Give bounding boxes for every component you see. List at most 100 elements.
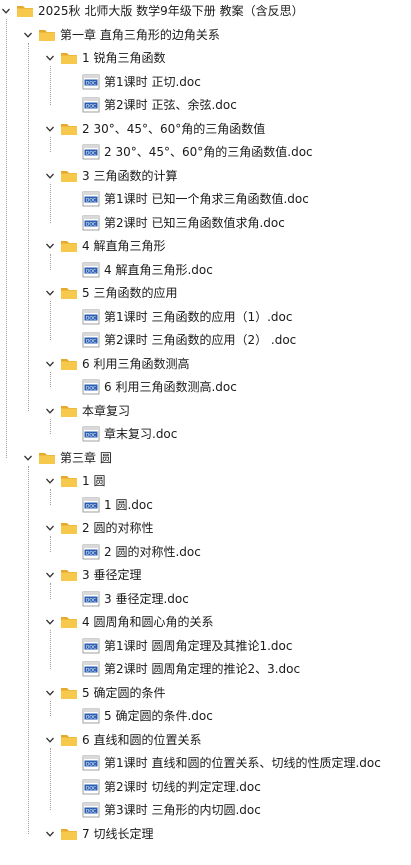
tree-item-label: 2 30°、45°、60°角的三角函数值.doc — [104, 145, 313, 159]
tree-folder-row[interactable]: 7 切线长定理 — [0, 824, 411, 844]
tree-folder-row[interactable]: 第三章 圆 — [0, 448, 411, 468]
tree-folder-row[interactable]: 2 圆的对称性 — [0, 518, 411, 538]
chevron-down-icon[interactable] — [44, 734, 56, 746]
tree-item-label: 4 解直角三角形 — [82, 239, 166, 253]
tree-spacer — [66, 76, 78, 88]
tree-folder-row[interactable]: 6 直线和圆的位置关系 — [0, 730, 411, 750]
tree-item-label: 3 三角函数的计算 — [82, 168, 178, 183]
tree-folder-row[interactable]: 4 解直角三角形 — [0, 236, 411, 256]
tree-guide-line — [50, 630, 51, 669]
tree-folder-row[interactable]: 本章复习 — [0, 401, 411, 421]
chevron-down-icon[interactable] — [44, 240, 56, 252]
chevron-down-icon[interactable] — [22, 29, 34, 41]
tree-spacer — [66, 334, 78, 346]
tree-guide-line — [50, 418, 51, 434]
doc-file-icon: DOC — [82, 215, 100, 231]
folder-icon — [60, 826, 78, 842]
tree-guide-line — [28, 42, 29, 411]
tree-folder-row[interactable]: 5 确定圆的条件 — [0, 683, 411, 703]
chevron-down-icon[interactable] — [44, 475, 56, 487]
tree-guide-line — [50, 136, 51, 152]
chevron-down-icon[interactable] — [44, 52, 56, 64]
chevron-down-icon[interactable] — [44, 287, 56, 299]
tree-folder-row[interactable]: 2 30°、45°、60°角的三角函数值 — [0, 119, 411, 139]
tree-folder-row[interactable]: 3 三角函数的计算 — [0, 166, 411, 186]
tree-guide-line — [50, 183, 51, 223]
tree-item-label: 第一章 直角三角形的边角关系 — [60, 27, 220, 42]
doc-file-icon: DOC — [82, 661, 100, 677]
tree-folder-row[interactable]: 5 三角函数的应用 — [0, 283, 411, 303]
folder-icon — [60, 614, 78, 630]
tree-item-label: 5 确定圆的条件.doc — [104, 709, 213, 723]
tree-file-row[interactable]: DOC 第2课时 圆周角定理的推论2、3.doc — [0, 659, 411, 679]
tree-spacer — [66, 311, 78, 323]
tree-guide-line — [50, 700, 51, 716]
tree-item-label: 5 三角函数的应用 — [82, 286, 178, 300]
chevron-down-icon[interactable] — [44, 522, 56, 534]
tree-folder-row[interactable]: 6 利用三角函数测高 — [0, 354, 411, 374]
tree-spacer — [66, 546, 78, 558]
tree-item-label: 第1课时 已知一个角求三角函数值.doc — [104, 192, 309, 206]
chevron-down-icon[interactable] — [44, 616, 56, 628]
chevron-down-icon[interactable] — [44, 569, 56, 581]
chevron-down-icon[interactable] — [44, 123, 56, 135]
svg-text:DOC: DOC — [86, 785, 96, 791]
chevron-down-icon[interactable] — [44, 358, 56, 370]
doc-file-icon: DOC — [82, 97, 100, 113]
tree-spacer — [66, 217, 78, 229]
svg-text:DOC: DOC — [86, 808, 96, 814]
tree-folder-row[interactable]: 3 垂径定理 — [0, 565, 411, 585]
tree-folder-row[interactable]: 第一章 直角三角形的边角关系 — [0, 25, 411, 45]
svg-text:DOC: DOC — [86, 221, 96, 227]
chevron-down-icon[interactable] — [44, 687, 56, 699]
chevron-down-icon[interactable] — [44, 170, 56, 182]
chevron-down-icon[interactable] — [44, 828, 56, 840]
svg-text:DOC: DOC — [86, 338, 96, 344]
svg-text:DOC: DOC — [86, 550, 96, 556]
tree-item-label: 4 解直角三角形.doc — [104, 262, 213, 277]
chevron-down-icon[interactable] — [22, 452, 34, 464]
folder-icon — [60, 520, 78, 536]
chevron-down-icon[interactable] — [0, 5, 12, 17]
doc-file-icon: DOC — [82, 74, 100, 90]
folder-icon — [60, 356, 78, 372]
tree-spacer — [66, 593, 78, 605]
tree-item-label: 4 圆周角和圆心角的关系 — [82, 615, 214, 629]
tree-item-label: 第2课时 切线的判定定理.doc — [104, 779, 261, 794]
doc-file-icon: DOC — [82, 591, 100, 607]
tree-spacer — [66, 781, 78, 793]
tree-spacer — [66, 381, 78, 393]
folder-icon — [60, 473, 78, 489]
doc-file-icon: DOC — [82, 332, 100, 348]
doc-file-icon: DOC — [82, 497, 100, 513]
svg-text:DOC: DOC — [86, 432, 96, 438]
tree-folder-row[interactable]: 1 圆 — [0, 471, 411, 491]
tree-folder-row[interactable]: 4 圆周角和圆心角的关系 — [0, 612, 411, 632]
tree-item-label: 第2课时 圆周角定理的推论2、3.doc — [104, 662, 301, 676]
chevron-down-icon[interactable] — [44, 405, 56, 417]
tree-folder-row[interactable]: 1 锐角三角函数 — [0, 48, 411, 68]
tree-item-label: 2 圆的对称性 — [82, 521, 154, 535]
svg-text:DOC: DOC — [86, 761, 96, 767]
tree-item-label: 2 30°、45°、60°角的三角函数值 — [82, 121, 266, 136]
tree-file-row[interactable]: DOC 第2课时 切线的判定定理.doc — [0, 777, 411, 797]
tree-folder-row[interactable]: 2025秋 北师大版 数学9年级下册 教案（含反思） — [0, 1, 411, 21]
